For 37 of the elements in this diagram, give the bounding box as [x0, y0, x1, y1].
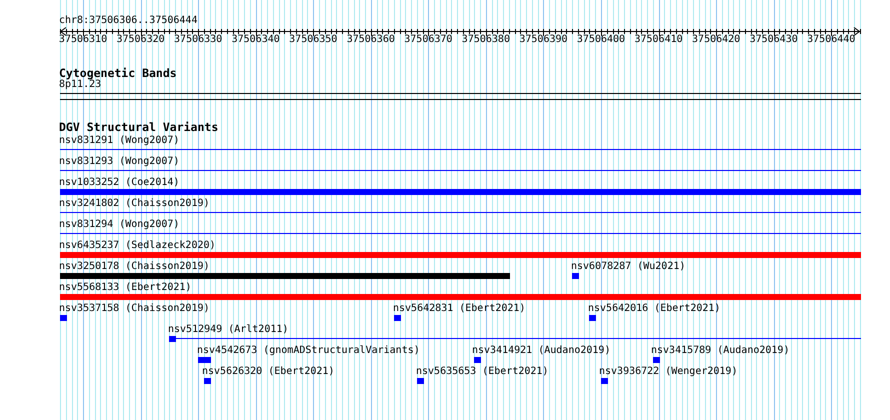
feature-label: nsv6435237 (Sedlazeck2020) — [59, 240, 216, 251]
feature-label: nsv512949 (Arlt2011) — [168, 324, 288, 335]
feature-label: nsv831291 (Wong2007) — [59, 135, 180, 146]
tick-label: 37506400 — [576, 34, 626, 45]
tick-label: 37506420 — [692, 34, 740, 45]
feature-label: nsv5568133 (Ebert2021) — [59, 282, 192, 293]
tick-label: 37506370 — [404, 34, 452, 45]
feature-label: nsv3241802 (Chaisson2019) — [59, 198, 210, 209]
feature-label: nsv3415789 (Audano2019) — [651, 345, 790, 356]
track-title: Cytogenetic Bands — [59, 67, 177, 80]
tick-label: 37506430 — [750, 34, 798, 45]
feature-label: nsv1033252 (Coe2014) — [59, 177, 180, 188]
track-title: DGV Structural Variants — [59, 121, 218, 134]
feature-label: nsv3936722 (Wenger2019) — [599, 366, 738, 377]
tick-label: 37506320 — [116, 34, 165, 45]
feature-label: nsv3537158 (Chaisson2019) — [59, 303, 210, 314]
feature-label: nsv3414921 (Audano2019) — [472, 345, 610, 356]
tick-label: 37506350 — [289, 34, 338, 45]
band-label: 8p11.23 — [59, 79, 102, 90]
location-label: chr8:37506306..37506444 — [59, 15, 198, 26]
feature-label: nsv5635653 (Ebert2021) — [416, 366, 548, 377]
feature-label: nsv831294 (Wong2007) — [59, 219, 180, 230]
feature-label: nsv5642016 (Ebert2021) — [588, 303, 720, 314]
feature-label: nsv5626320 (Ebert2021) — [202, 366, 334, 377]
tick-label: 37506330 — [174, 34, 222, 45]
tick-label: 37506380 — [462, 34, 510, 45]
feature-label: nsv831293 (Wong2007) — [59, 156, 180, 167]
feature-label: nsv3250178 (Chaisson2019) — [59, 261, 210, 272]
tick-label: 37506390 — [519, 34, 568, 45]
tick-label: 37506310 — [58, 34, 108, 45]
feature-label: nsv4542673 (gnomADStructuralVariants) — [197, 345, 420, 356]
feature-label: nsv6078287 (Wu2021) — [571, 261, 686, 272]
tick-label: 37506340 — [232, 34, 280, 45]
tick-label: 37506440 — [807, 34, 856, 45]
tick-label: 37506410 — [634, 34, 683, 45]
feature-label: nsv5642831 (Ebert2021) — [393, 303, 526, 314]
tick-label: 37506360 — [346, 34, 395, 45]
